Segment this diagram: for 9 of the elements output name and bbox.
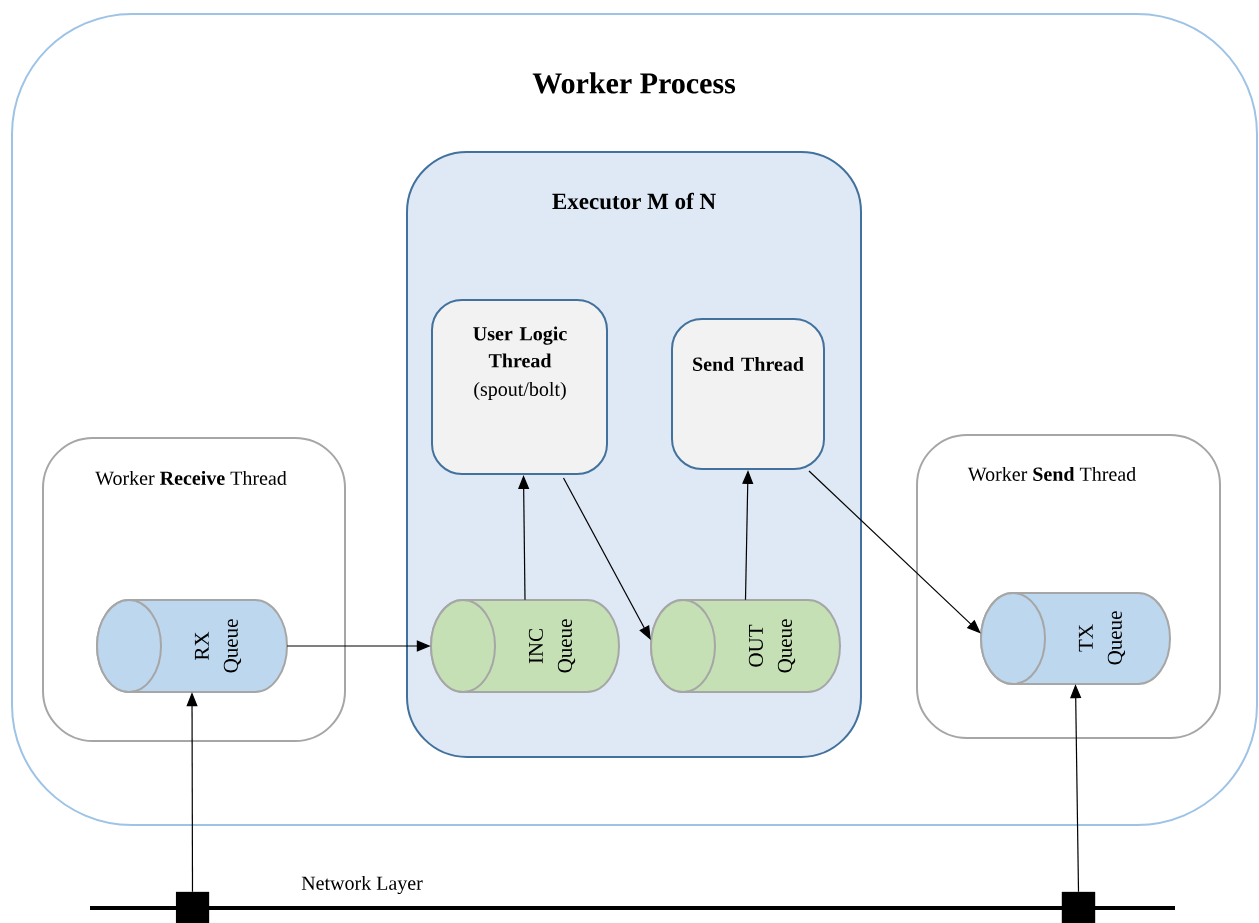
queue-cylinder: INC Queue <box>430 599 620 693</box>
queue-cylinder: TX Queue <box>980 592 1171 685</box>
port-square <box>1061 891 1096 923</box>
queue-cylinder: OUT Queue <box>650 599 841 693</box>
thread-box: Send Thread <box>671 318 825 470</box>
thread-box: User Logic Thread (spout/bolt) <box>431 299 608 475</box>
arrow <box>562 477 651 640</box>
network-label: Network Layer <box>301 875 423 895</box>
queue-cylinder: RX Queue <box>96 599 288 693</box>
